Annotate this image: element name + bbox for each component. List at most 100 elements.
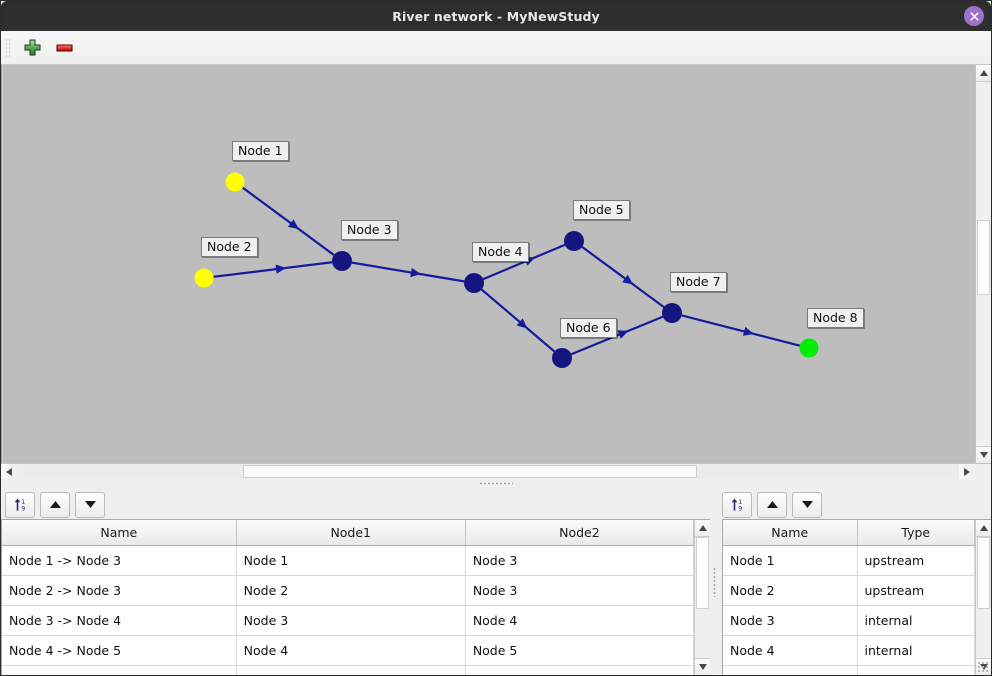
graph-node-label[interactable]: Node 6 xyxy=(560,318,617,338)
graph-node-label[interactable]: Node 8 xyxy=(807,308,864,328)
graph-node[interactable] xyxy=(225,172,245,192)
table-cell[interactable]: Node 2 xyxy=(723,575,858,606)
branches-vscroll-track[interactable] xyxy=(695,537,710,658)
table-cell[interactable]: Node 3 xyxy=(236,605,466,636)
network-graph-canvas[interactable]: Node 1 Node 2 Node 3 Node 4 Node 5 Node 6 Node… xyxy=(2,65,975,463)
table-cell[interactable]: internal xyxy=(857,605,975,636)
graph-node-label[interactable]: Node 5 xyxy=(573,200,630,220)
table-cell[interactable]: Node 2 xyxy=(236,575,466,606)
graph-node[interactable] xyxy=(464,273,484,293)
table-cell[interactable] xyxy=(723,665,858,675)
scroll-up-button[interactable] xyxy=(976,65,991,82)
branches-column-header-name[interactable]: Name xyxy=(2,520,237,546)
table-cell[interactable]: Node 1 xyxy=(723,545,858,576)
branches-vertical-scrollbar[interactable] xyxy=(694,520,710,675)
close-button[interactable] xyxy=(964,6,984,26)
table-cell[interactable] xyxy=(465,665,694,675)
table-cell[interactable]: Node 4 -> Node 5 xyxy=(2,635,237,666)
graph-edge[interactable] xyxy=(581,246,665,308)
graph-vscroll-thumb[interactable] xyxy=(977,220,990,296)
table-cell[interactable]: upstream xyxy=(857,575,975,606)
graph-edge[interactable] xyxy=(570,315,664,356)
nodes-vertical-scrollbar[interactable] xyxy=(975,520,991,675)
branches-vscroll-thumb[interactable] xyxy=(696,537,709,610)
table-cell[interactable]: internal xyxy=(857,635,975,666)
branches-column-header-node2[interactable]: Node2 xyxy=(465,520,694,546)
graph-edge[interactable] xyxy=(241,186,335,256)
graph-node[interactable] xyxy=(662,303,682,323)
scroll-down-button[interactable] xyxy=(976,446,991,463)
table-cell[interactable] xyxy=(857,665,975,675)
table-cell[interactable]: Node 4 xyxy=(465,605,694,636)
nodes-vscroll-thumb[interactable] xyxy=(977,537,990,610)
nodes-column-header-type[interactable]: Type xyxy=(857,520,975,546)
graph-edge[interactable] xyxy=(482,243,566,281)
graph-node[interactable] xyxy=(332,251,352,271)
graph-edge[interactable] xyxy=(681,314,801,347)
graph-hscroll-track[interactable] xyxy=(17,464,959,479)
branches-move-up-button[interactable] xyxy=(40,491,70,518)
graph-node[interactable] xyxy=(194,268,214,288)
table-cell[interactable]: Node 3 -> Node 4 xyxy=(2,605,237,636)
branches-scroll-up-button[interactable] xyxy=(695,520,710,537)
table-row-empty[interactable] xyxy=(2,665,694,675)
table-cell[interactable]: Node 3 xyxy=(723,605,858,636)
graph-node[interactable] xyxy=(552,348,572,368)
table-row-empty[interactable] xyxy=(723,665,975,675)
window-resize-grip[interactable] xyxy=(977,661,989,673)
graph-edge[interactable] xyxy=(480,288,556,353)
graph-edge-arrowhead xyxy=(410,267,422,278)
table-cell[interactable]: Node 2 -> Node 3 xyxy=(2,575,237,606)
vertical-splitter[interactable] xyxy=(710,488,718,675)
remove-node-button[interactable] xyxy=(48,33,80,63)
nodes-move-up-button[interactable] xyxy=(757,491,787,518)
nodes-move-down-button[interactable] xyxy=(792,491,822,518)
nodes-scroll-up-button[interactable] xyxy=(976,520,991,537)
branches-move-down-button[interactable] xyxy=(75,491,105,518)
table-cell[interactable] xyxy=(2,665,237,675)
graph-vscroll-track[interactable] xyxy=(976,82,991,446)
branches-column-header-node1[interactable]: Node1 xyxy=(236,520,466,546)
graph-vertical-scrollbar[interactable] xyxy=(975,65,991,463)
graph-node-label[interactable]: Node 3 xyxy=(341,220,398,240)
scroll-left-button[interactable] xyxy=(1,464,17,479)
graph-node-label[interactable]: Node 7 xyxy=(670,272,727,292)
table-cell[interactable]: Node 3 xyxy=(465,575,694,606)
nodes-column-header-name[interactable]: Name xyxy=(723,520,858,546)
nodes-sort-button[interactable]: 1 9 xyxy=(722,491,752,518)
graph-edge[interactable] xyxy=(351,261,465,283)
toolbar-grip[interactable] xyxy=(5,37,12,58)
table-cell[interactable]: Node 4 xyxy=(723,635,858,666)
table-cell[interactable]: upstream xyxy=(857,545,975,576)
graph-node-label[interactable]: Node 2 xyxy=(201,237,258,257)
table-cell[interactable]: Node 3 xyxy=(465,545,694,576)
graph-node-label[interactable]: Node 4 xyxy=(472,242,529,262)
graph-horizontal-scrollbar[interactable] xyxy=(1,463,991,479)
table-cell[interactable]: Node 4 xyxy=(236,635,466,666)
table-cell[interactable] xyxy=(236,665,466,675)
add-node-button[interactable] xyxy=(16,33,48,63)
table-cell[interactable]: Node 1 xyxy=(236,545,466,576)
scroll-right-button[interactable] xyxy=(959,464,975,479)
horizontal-splitter[interactable] xyxy=(1,479,991,488)
branches-sort-button[interactable]: 1 9 xyxy=(5,491,35,518)
graph-node[interactable] xyxy=(799,338,819,358)
table-cell[interactable]: Node 5 xyxy=(465,635,694,666)
graph-node-label[interactable]: Node 1 xyxy=(232,141,289,161)
branches-scroll-down-button[interactable] xyxy=(695,658,710,675)
graph-edge[interactable] xyxy=(213,261,333,278)
nodes-vscroll-track[interactable] xyxy=(976,537,991,658)
graph-hscroll-thumb[interactable] xyxy=(243,465,698,478)
table-cell[interactable]: Node 1 -> Node 3 xyxy=(2,545,237,576)
graph-node[interactable] xyxy=(564,231,584,251)
